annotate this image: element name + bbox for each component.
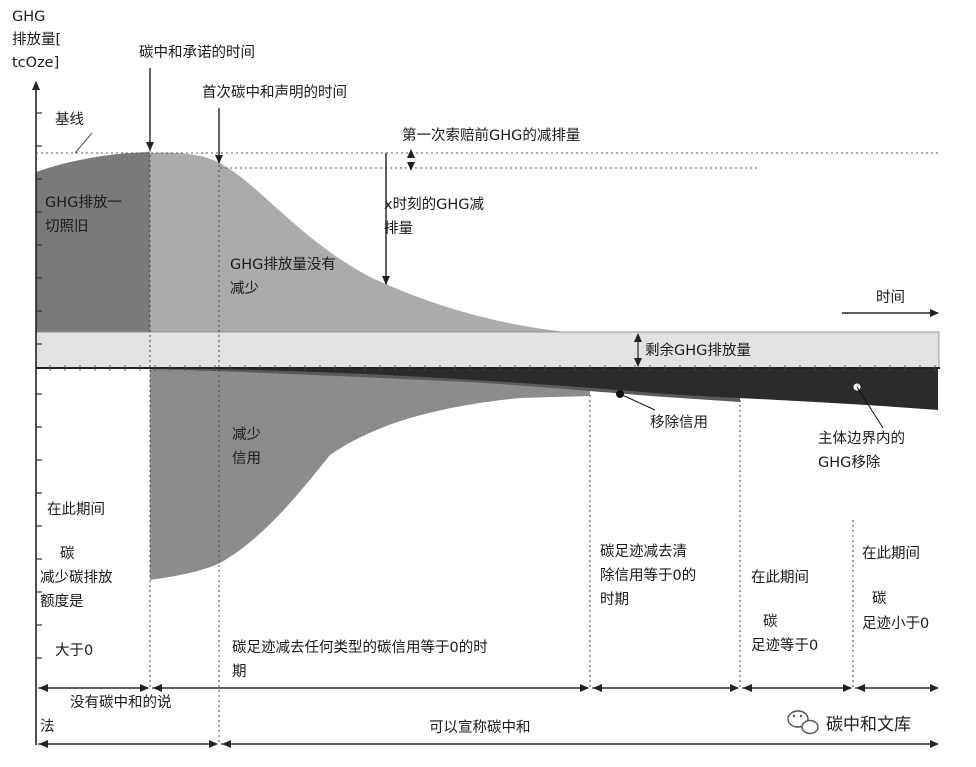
period-a-line4: 额度是 [40,593,84,610]
period-d-line3: 足迹等于0 [751,636,818,654]
removal-credits-pointer [619,393,656,411]
remaining-emissions-band [35,331,940,369]
x-reduction-label-line2: 排量 [384,220,413,237]
period-b-line2: 期 [232,663,247,680]
period-e-line2: 碳 [872,590,887,607]
in-boundary-removal-label-line2: GHG移除 [818,454,881,471]
no-claim-label-line1: 没有碳中和的说 [70,694,172,711]
y-axis-label-line2: 排放量[ [12,31,61,48]
period-d-line1: 在此期间 [751,569,809,586]
in-boundary-removal-area [210,369,938,410]
period-a-line2: 碳 [60,545,75,562]
period-d-line2: 碳 [763,613,778,630]
period-c-line2: 除信用等于0的 [600,566,696,584]
reduction-credits-label-line2: 信用 [232,450,261,467]
bau-emissions-area [36,152,150,332]
time-label: 时间 [876,289,905,306]
x-axis-ticks [49,365,936,371]
first-declare-label: 首次碳中和声明的时间 [202,83,347,101]
emission-reduction-area [150,152,565,332]
period-a-line1: 在此期间 [47,501,105,518]
period-e-line1: 在此期间 [862,545,920,562]
watermark-label: 碳中和文库 [826,715,911,735]
y-axis-ticks [36,112,42,659]
period-c-line1: 碳足迹减去清 [600,543,687,560]
no-reduction-label-line1: GHG排放量没有 [230,256,336,273]
first-claim-reduction-label: 第一次索赔前GHG的减排量 [402,126,580,144]
y-axis-label-line1: GHG [12,9,45,25]
removal-credits-label: 移除信用 [650,414,708,431]
reduction-credits-label-line1: 减少 [232,426,261,443]
no-claim-label-line2: 法 [40,718,55,735]
baseline-pointer [74,132,93,154]
remaining-emissions-label: 剩余GHG排放量 [645,341,751,359]
in-boundary-removal-label-line1: 主体边界内的 [818,430,905,447]
y-axis-label-line3: tcOze] [12,55,59,71]
wechat-icon [787,710,819,735]
bau-label-line2: 切照旧 [45,218,89,235]
period-a-line5: 大于0 [55,642,93,659]
can-declare-label: 可以宣称碳中和 [429,719,531,736]
in-boundary-pointer [856,386,884,429]
watermark: 碳中和文库 [787,710,911,735]
y-axis-label: GHG 排放量[ tcOze] [12,9,61,71]
period-a-line3: 减少碳排放 [40,569,113,586]
no-reduction-label-line2: 减少 [230,280,259,297]
commit-time-label: 碳中和承诺的时间 [139,44,255,61]
reduction-credits-area [150,369,590,580]
bau-label-line1: GHG排放一 [45,194,122,211]
period-b-line1: 碳足迹减去任何类型的碳信用等于0的时 [232,638,488,656]
period-e-line3: 足迹小于0 [862,615,929,632]
baseline-label: 基线 [55,111,84,128]
period-c-line3: 时期 [600,591,629,608]
x-reduction-label-line1: x时刻的GHG减 [384,196,484,213]
